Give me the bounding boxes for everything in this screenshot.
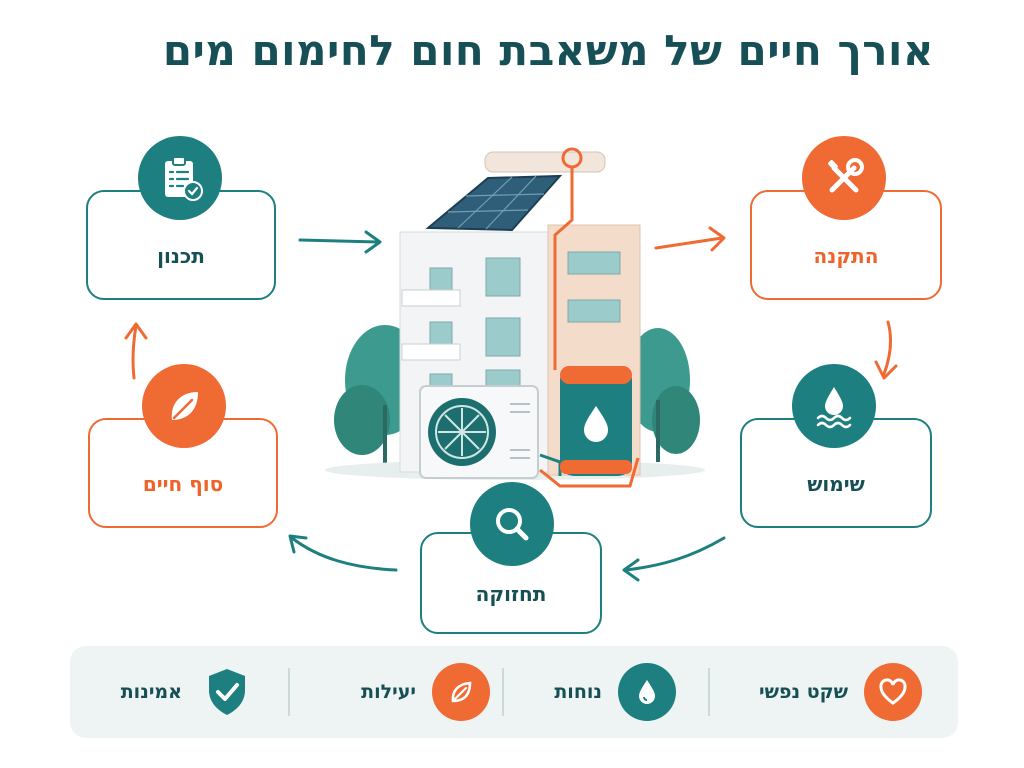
wrench-screwdriver-icon — [802, 136, 886, 220]
solar-panel-icon — [425, 151, 606, 232]
clipboard-check-icon — [138, 136, 222, 220]
stage-maintenance: תחזוקה — [420, 532, 602, 634]
features-bar: שקט נפשי נוחות יעילות אמינות — [70, 646, 958, 738]
water-drop-icon — [618, 663, 676, 721]
arrow-maintenance-to-end-of-life — [288, 534, 398, 572]
feature-peace-of-mind: שקט נפשי — [759, 646, 922, 738]
tree-right-icon — [626, 328, 700, 462]
feature-label: יעילות — [361, 681, 416, 703]
arrow-usage-to-maintenance — [622, 536, 726, 582]
arrow-building-to-installation — [654, 226, 726, 252]
feature-label: אמינות — [120, 681, 182, 703]
stage-end-of-life-label: סוף חיים — [142, 472, 224, 496]
feature-divider — [288, 668, 290, 716]
arrow-planning-to-building — [298, 230, 382, 254]
leaf-icon — [142, 364, 226, 448]
magnifier-icon — [470, 482, 554, 566]
leaf-icon — [432, 663, 490, 721]
arrow-installation-to-usage — [874, 320, 898, 380]
heat-pump-unit-icon — [419, 385, 539, 479]
shield-check-icon — [198, 663, 256, 721]
water-tank-icon — [560, 366, 632, 476]
stage-usage: שימוש — [740, 418, 932, 528]
feature-reliability: אמינות — [121, 646, 256, 738]
water-drop-waves-icon — [792, 364, 876, 448]
feature-label: נוחות — [554, 681, 602, 703]
stage-installation-label: התקנה — [813, 244, 879, 268]
stage-usage-label: שימוש — [807, 472, 865, 496]
feature-comfort: נוחות — [554, 646, 676, 738]
feature-efficiency: יעילות — [361, 646, 490, 738]
arrow-end-of-life-to-planning — [124, 322, 148, 380]
stage-planning-label: תכנון — [157, 244, 205, 268]
feature-divider — [502, 668, 504, 716]
heart-icon — [864, 663, 922, 721]
feature-label: שקט נפשי — [758, 681, 848, 703]
feature-divider — [708, 668, 710, 716]
page-title: אורך חיים של משאבת חום לחימום מים — [162, 26, 934, 75]
stage-maintenance-label: תחזוקה — [475, 582, 547, 606]
